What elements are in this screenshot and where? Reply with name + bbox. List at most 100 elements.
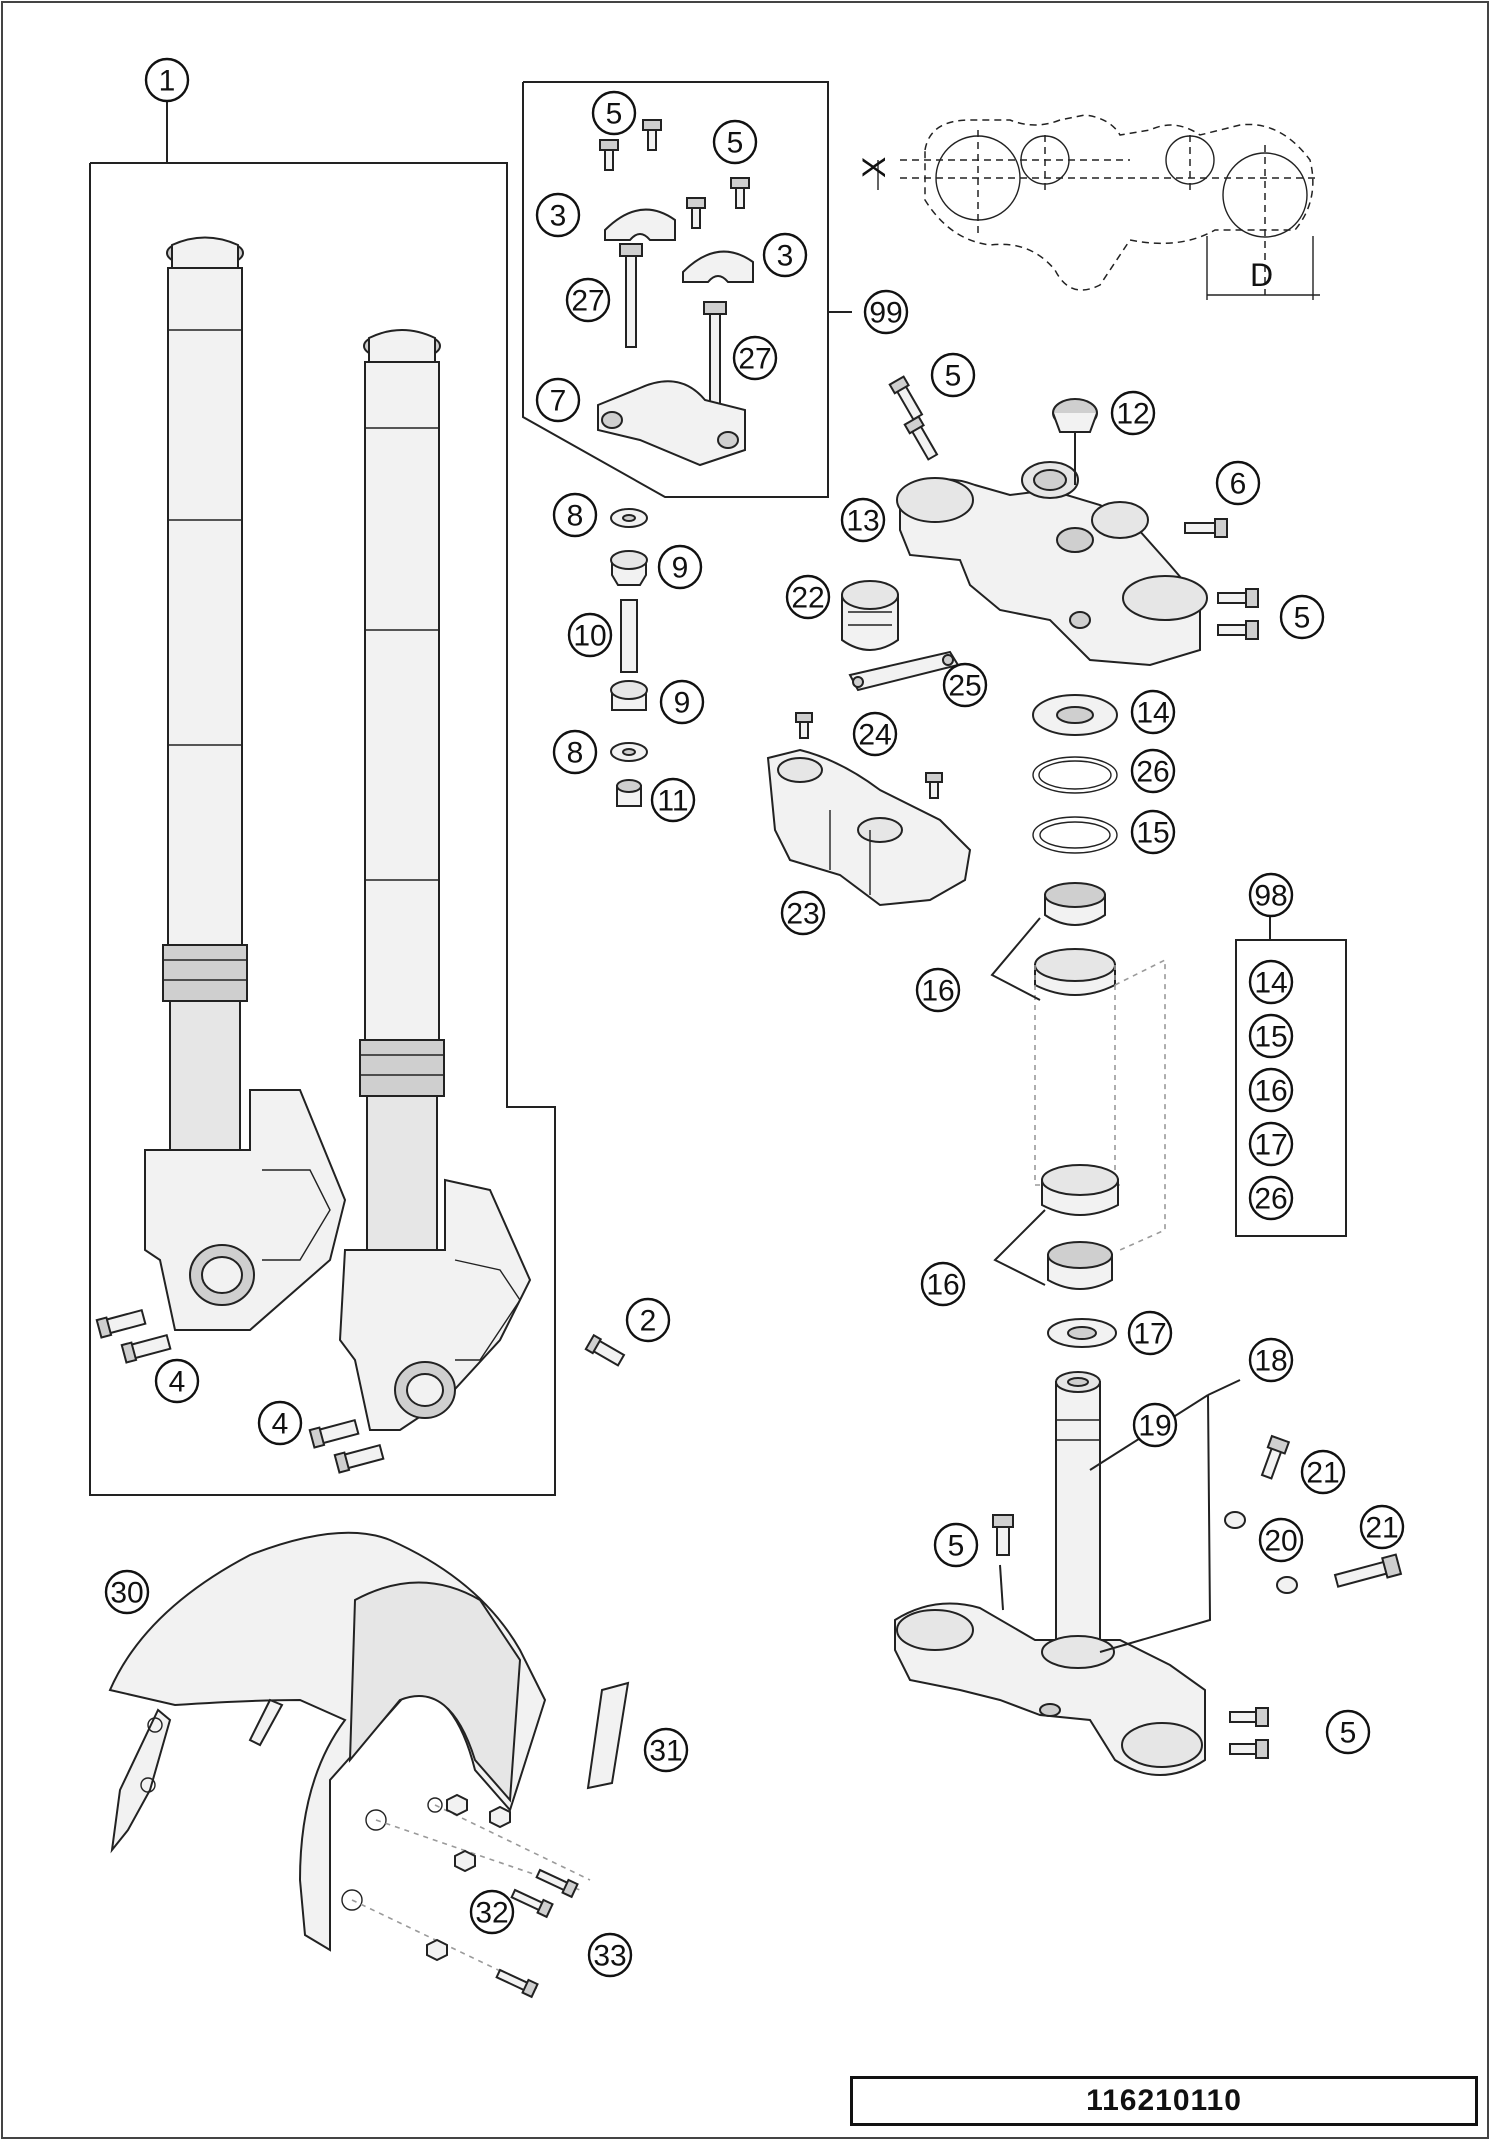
callout-label: 9 (674, 687, 691, 720)
callout-c33: 33 (587, 1932, 633, 1978)
callout-label: 8 (567, 737, 584, 770)
callout-circle (1248, 1121, 1294, 1167)
callout-c3a: 3 (535, 192, 581, 238)
callout-label: 21 (1365, 1512, 1398, 1545)
callout-circle (144, 57, 190, 103)
callout-label: 25 (948, 670, 981, 703)
callout-c32: 32 (469, 1889, 515, 1935)
fork-leg-left (144, 236, 347, 1331)
callout-c5c: 5 (930, 352, 976, 398)
damper-link-25 (848, 650, 960, 692)
callout-label: 31 (649, 1735, 682, 1768)
callout-circle (535, 377, 581, 423)
callout-label: 16 (921, 975, 954, 1008)
callout-c7: 7 (535, 377, 581, 423)
callout-circle (104, 1569, 150, 1615)
callout-circle (1215, 460, 1261, 506)
callout-c6: 6 (1215, 460, 1261, 506)
callout-circle (852, 711, 898, 757)
callout-label: 16 (926, 1269, 959, 1302)
callout-label: 8 (567, 500, 584, 533)
upper-triple-clamp (896, 461, 1208, 667)
callout-circle (591, 90, 637, 136)
callout-circle (1130, 689, 1176, 735)
callout-label: 19 (1138, 1410, 1171, 1443)
callout-label: 6 (1230, 468, 1247, 501)
callout-c15k: 15 (1248, 1013, 1294, 1059)
callout-label: 13 (846, 505, 879, 538)
steering-head-nut-12 (1052, 398, 1098, 485)
callout-label: 5 (945, 360, 962, 393)
callout-label: 30 (110, 1577, 143, 1610)
callout-label: 26 (1254, 1183, 1287, 1216)
dimension-x-label: X (856, 157, 892, 178)
callout-circle (1127, 1310, 1173, 1356)
callout-c24: 24 (852, 711, 898, 757)
handlebar-clamp-kit-frame (522, 81, 852, 498)
callout-c23: 23 (780, 890, 826, 936)
callout-c5e: 5 (933, 1522, 979, 1568)
drawing-number: 116210110 (1086, 2084, 1242, 2117)
callout-label: 22 (791, 582, 824, 615)
callout-circle (535, 192, 581, 238)
valve-part-2 (584, 1333, 626, 1367)
callout-label: 3 (550, 200, 567, 233)
callout-c9b: 9 (659, 679, 705, 725)
callout-circle (712, 119, 758, 165)
callout-c18: 18 (1248, 1337, 1294, 1383)
callout-circle (785, 574, 831, 620)
callout-label: 11 (657, 785, 688, 818)
callout-c12: 12 (1110, 390, 1156, 436)
callout-circle (915, 967, 961, 1013)
callout-c16k: 16 (1248, 1067, 1294, 1113)
callout-c10: 10 (567, 612, 613, 658)
front-fender-30 (108, 1531, 547, 1952)
callout-circle (154, 1358, 200, 1404)
callout-c19: 19 (1132, 1402, 1178, 1448)
callout-circle (1130, 748, 1176, 794)
triple-clamp-dimension-view: X D (856, 114, 1320, 300)
callout-c9a: 9 (657, 544, 703, 590)
callout-circle (942, 662, 988, 708)
callout-c3b: 3 (762, 232, 808, 278)
lower-triple-clamp-18 (894, 1602, 1206, 1776)
callout-label: 23 (786, 898, 819, 931)
callout-circle (1258, 1517, 1304, 1563)
bearing-stack-upper (1032, 694, 1118, 996)
spacer-stack (610, 508, 648, 807)
callout-circle (1279, 594, 1325, 640)
callout-label: 18 (1254, 1345, 1287, 1378)
handlebar-clamp-parts (597, 119, 754, 467)
callout-label: 1 (159, 65, 176, 98)
callout-circle (1325, 1709, 1371, 1755)
callout-c16b: 16 (920, 1261, 966, 1307)
callout-circle (643, 1727, 689, 1773)
steering-damper-22 (841, 580, 899, 651)
callout-circle (930, 352, 976, 398)
callout-c4b: 4 (257, 1400, 303, 1446)
callout-label: 32 (475, 1897, 508, 1930)
callout-c31: 31 (643, 1727, 689, 1773)
callout-circle (469, 1889, 515, 1935)
callout-circle (1359, 1504, 1405, 1550)
callout-c22: 22 (785, 574, 831, 620)
callout-circle (587, 1932, 633, 1978)
callout-circle (552, 729, 598, 775)
callout-c5f: 5 (1325, 1709, 1371, 1755)
callout-c99: 99 (863, 289, 909, 335)
callout-layer: 1995533272775126135891098112225242314261… (104, 57, 1405, 1978)
fender-strip-31 (586, 1681, 630, 1790)
callout-c5d: 5 (1279, 594, 1325, 640)
callout-circle (780, 890, 826, 936)
callout-c25: 25 (942, 662, 988, 708)
callout-c21a: 21 (1300, 1449, 1346, 1495)
callout-circle (567, 612, 613, 658)
callout-label: 5 (727, 127, 744, 160)
callout-label: 26 (1136, 756, 1169, 789)
callout-c5b: 5 (712, 119, 758, 165)
callout-c1: 1 (144, 57, 190, 103)
callout-label: 15 (1254, 1021, 1287, 1054)
callout-c26k: 26 (1248, 1175, 1294, 1221)
callout-c8a: 8 (552, 492, 598, 538)
callout-c14k: 14 (1248, 959, 1294, 1005)
